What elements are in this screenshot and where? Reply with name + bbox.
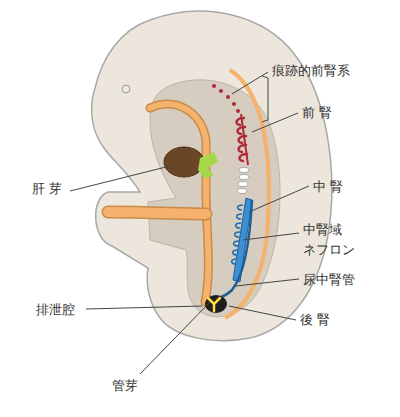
dorsal-band: [225, 70, 269, 318]
part-label: 後 腎: [300, 310, 330, 330]
part-label: 排泄腔: [36, 300, 75, 320]
part-label: 中腎域 ネフロン: [303, 220, 361, 259]
embryo-outline: [92, 11, 332, 340]
region-bracket: [262, 76, 268, 122]
leader-lines: [70, 72, 309, 374]
yolk-stalk: [108, 212, 206, 214]
gut-outline: [150, 104, 208, 302]
part-label: 肝 芽: [32, 179, 62, 199]
liver-bud: [164, 147, 204, 177]
eye-dot: [122, 85, 130, 93]
gut-tube: [150, 104, 208, 302]
degenerating-tubules: [237, 168, 249, 194]
part-label: 中 腎: [313, 177, 343, 197]
part-label: 痕跡的前腎系: [272, 61, 350, 81]
pronephros-dots: [212, 84, 240, 113]
yolk-stalk-outline: [108, 212, 206, 214]
mesonephric-nephrons: [232, 205, 243, 264]
part-label: 尿中腎管: [303, 270, 355, 290]
part-label: 前 腎: [302, 103, 332, 123]
pronephric-duct: [241, 114, 248, 165]
part-label: 管芽: [112, 376, 138, 396]
ureteric-bud: [208, 298, 220, 311]
gallbladder: [198, 152, 218, 178]
